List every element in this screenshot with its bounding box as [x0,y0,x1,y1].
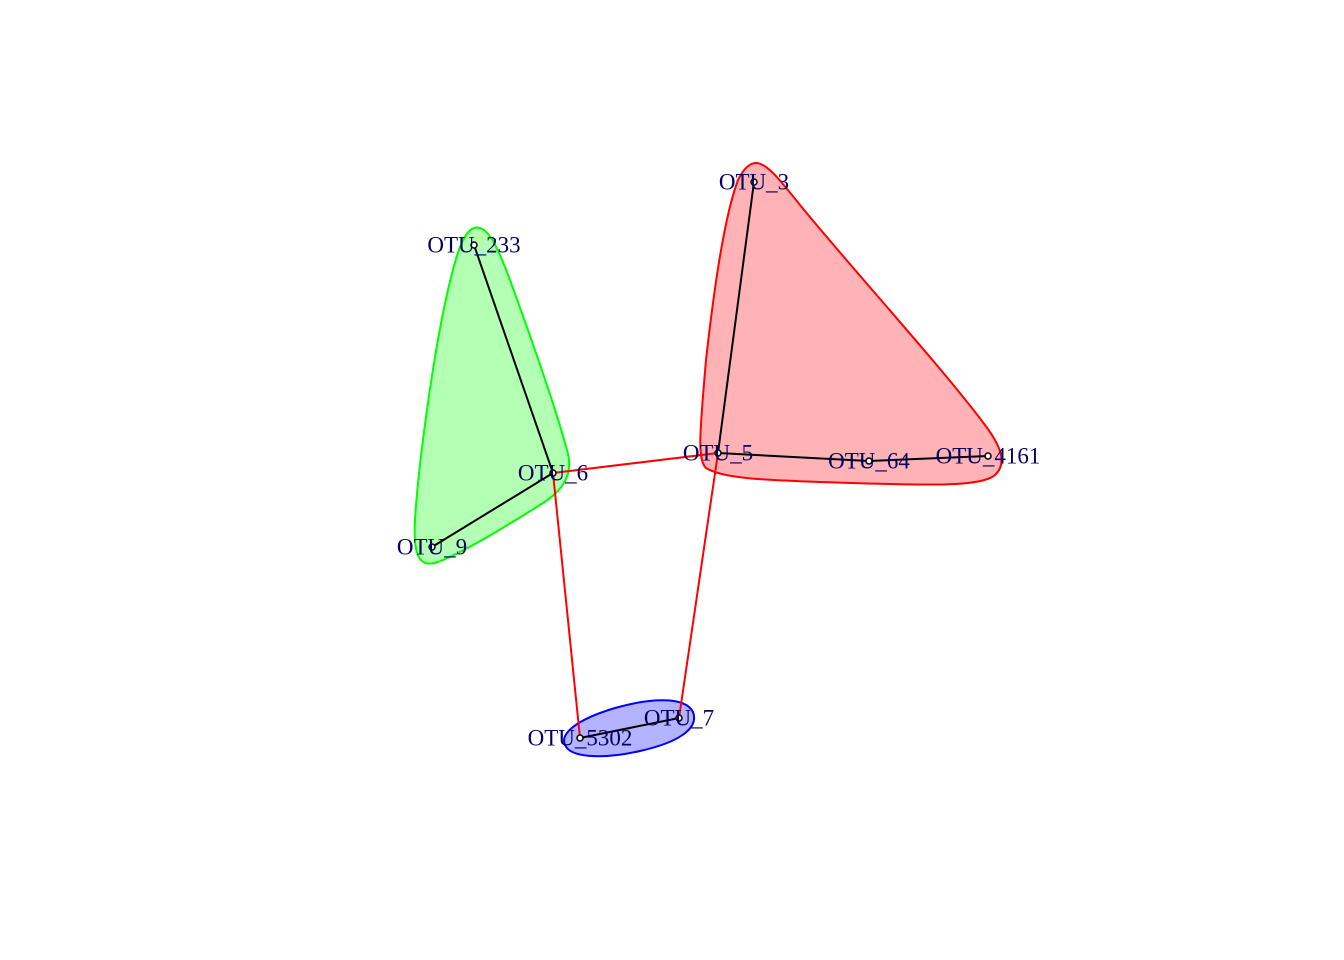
edge-otu-3-otu-5 [717,181,755,454]
edge-otu-5-otu-64 [717,452,870,462]
node-otu-64[interactable] [865,457,873,465]
node-otu-9[interactable] [428,543,436,551]
node-label-otu-5: OTU_5 [683,441,753,466]
node-otu-5302[interactable] [576,734,584,742]
edge-otu-233-otu-6 [473,244,554,474]
node-otu-4161[interactable] [984,452,992,460]
community-hull-green [413,226,571,565]
node-otu-5[interactable] [714,449,722,457]
node-otu-3[interactable] [750,178,758,186]
node-label-otu-5302: OTU_5302 [528,726,633,751]
network-nodes [428,178,992,742]
community-hulls [413,161,1003,758]
edge-otu-6-otu-5 [552,452,719,474]
node-label-otu-3: OTU_3 [719,170,789,195]
edge-otu-6-otu-9 [431,472,554,548]
network-edges [431,181,989,739]
node-label-otu-6: OTU_6 [518,461,588,486]
edge-otu-5-otu-7 [678,452,719,719]
edge-otu-5302-otu-7 [579,717,680,739]
node-otu-6[interactable] [549,469,557,477]
node-label-otu-4161: OTU_4161 [936,444,1041,469]
node-otu-233[interactable] [470,241,478,249]
edge-otu-6-otu-5302 [552,472,581,739]
node-label-otu-64: OTU_64 [828,449,910,474]
edge-otu-64-otu-4161 [868,455,989,462]
node-label-otu-233: OTU_233 [427,233,520,258]
node-label-otu-7: OTU_7 [644,706,714,731]
node-label-otu-9: OTU_9 [397,535,467,560]
node-otu-7[interactable] [675,714,683,722]
community-hull-red [699,161,1003,486]
